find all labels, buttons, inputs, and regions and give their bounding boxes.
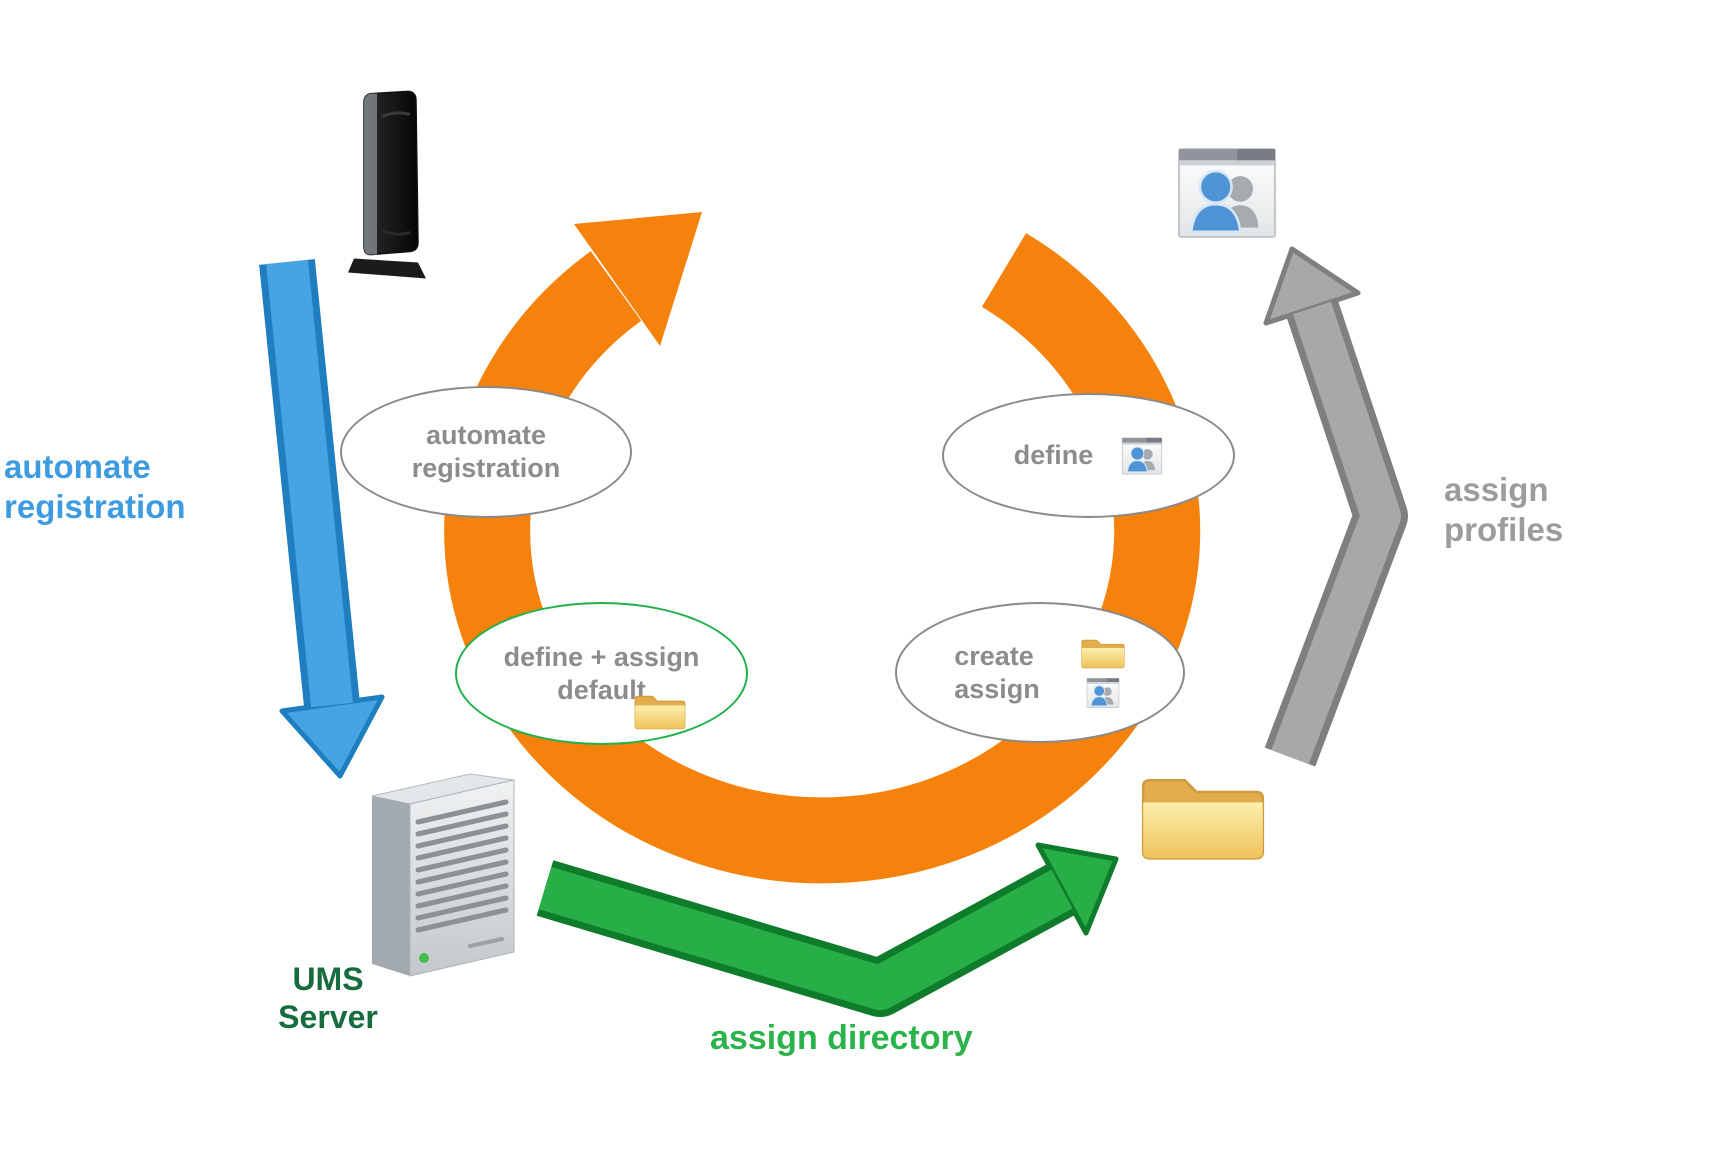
node-create-assign-content: create assign	[954, 635, 1126, 710]
node-text-line: define	[1013, 440, 1094, 470]
label-text-line: assign	[1444, 471, 1549, 508]
cycle-arrow	[444, 212, 1201, 884]
assign-profiles-arrow	[1263, 246, 1408, 767]
user-profiles-icon	[1121, 435, 1163, 477]
node-text-line: define + assign	[503, 641, 700, 672]
node-define-assign-default-label: define + assign default	[504, 641, 700, 707]
node-define-content: define	[1014, 435, 1164, 477]
thin-client-device-icon	[336, 88, 436, 293]
node-define-assign-default: define + assign default	[455, 602, 748, 745]
label-text-line: profiles	[1444, 510, 1564, 548]
label-text-line: automate	[4, 448, 151, 485]
label-assign-profiles: assign profiles	[1444, 470, 1563, 549]
node-text-line: automate	[425, 420, 547, 451]
node-text-line: default	[557, 674, 646, 705]
node-create-assign-icons	[1080, 635, 1126, 710]
node-define: define	[942, 393, 1235, 518]
label-ums-server: UMS Server	[262, 960, 394, 1037]
folder-icon	[633, 690, 687, 734]
automate-registration-arrow	[259, 259, 385, 779]
folder-icon	[1080, 635, 1126, 672]
label-text-line: Server	[278, 999, 378, 1036]
node-text-line: registration	[411, 453, 561, 483]
node-automate-registration-label: automate registration	[412, 419, 561, 485]
user-profiles-icon	[1176, 142, 1278, 244]
user-profiles-icon	[1086, 676, 1120, 710]
node-create-assign-label: create assign	[954, 640, 1040, 706]
label-assign-directory: assign directory	[710, 1019, 973, 1057]
node-create-assign: create assign	[895, 602, 1185, 743]
label-text-line: registration	[4, 487, 186, 525]
assign-directory-arrow	[536, 842, 1119, 1017]
node-text-line: create	[954, 640, 1034, 671]
node-text-line: assign	[954, 673, 1040, 704]
label-text-line: UMS	[292, 961, 364, 997]
label-automate-registration: automate registration	[4, 447, 186, 526]
folder-icon	[1138, 766, 1268, 870]
node-automate-registration: automate registration	[340, 386, 632, 518]
ums-server-icon	[370, 768, 516, 980]
